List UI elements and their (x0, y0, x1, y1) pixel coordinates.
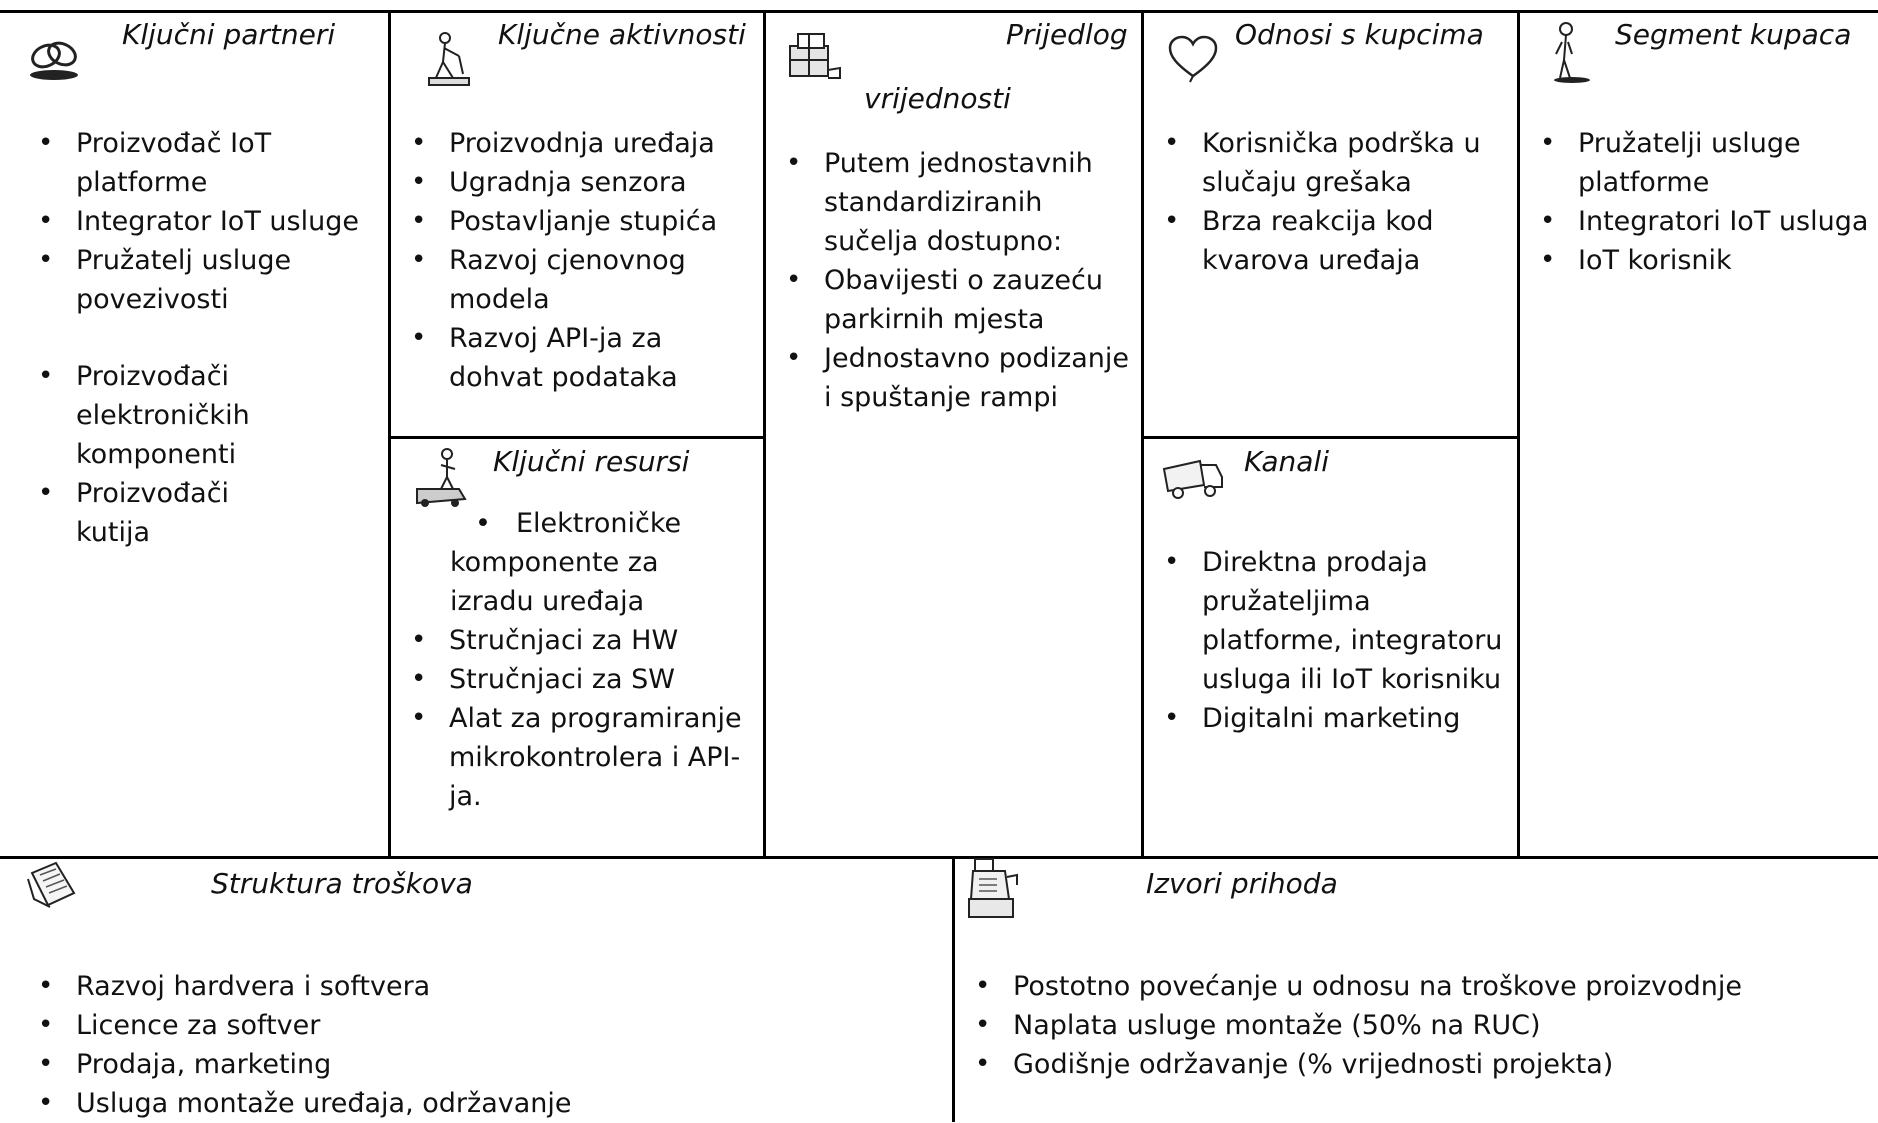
rings-icon (30, 41, 78, 80)
key-partners-title: Ključni partneri (122, 18, 336, 51)
list-item: Korisnička podrška u slučaju grešaka (1156, 124, 1506, 202)
list-item: Razvoj cjenovnog modela (403, 241, 753, 319)
truck-icon (1162, 459, 1223, 499)
divider-activities-value (763, 10, 766, 858)
list-item: Naplata usluge montaže (50% na RUC) (967, 1006, 1867, 1045)
value-proposition-title-line1: Prijedlog (1006, 18, 1128, 51)
customer-segments-list: Pružatelji usluge platforme Integratori … (1532, 124, 1876, 280)
list-item: •Elektroničke komponente za izradu uređa… (450, 504, 750, 621)
divider-relationships-channels (1141, 436, 1520, 439)
divider-partners-activities (388, 10, 391, 858)
key-resources-list: Stručnjaci za HW Stručnjaci za SW Alat z… (403, 621, 753, 816)
list-item: Licence za softver (30, 1006, 930, 1045)
list-item: Brza reakcija kod kvarova uređaja (1156, 202, 1506, 280)
list-item: Ugradnja senzora (403, 163, 753, 202)
list-item: Proizvođači elektroničkih komponenti (30, 357, 290, 474)
revenue-streams-list: Postotno povećanje u odnosu na troškove … (967, 967, 1867, 1084)
customer-segments-title: Segment kupaca (1615, 18, 1852, 51)
divider-activities-resources (388, 436, 766, 439)
divider-costs-revenue (952, 856, 955, 1122)
customer-relationships-list: Korisnička podrška u slučaju grešaka Brz… (1156, 124, 1506, 280)
person-icon (1554, 22, 1590, 83)
revenue-streams-title: Izvori prihoda (1146, 867, 1338, 900)
list-item: Integratori IoT usluga (1532, 202, 1876, 241)
list-item: Stručnjaci za SW (403, 660, 753, 699)
list-item: Usluga montaže uređaja, održavanje (30, 1084, 930, 1123)
key-partners-list: Proizvođač IoT platforme Integrator IoT … (30, 124, 370, 319)
cost-structure-list: Razvoj hardvera i softvera Licence za so… (30, 967, 930, 1123)
list-item: Prodaja, marketing (30, 1045, 930, 1084)
cost-structure-section: Struktura troškova Razvoj hardvera i sof… (0, 859, 952, 1123)
heart-icon (1168, 35, 1218, 83)
customer-relationships-section: Odnosi s kupcima Korisnička podrška u sl… (1144, 12, 1517, 436)
channels-list: Direktna prodaja pružateljima platforme,… (1156, 543, 1506, 738)
list-item: IoT korisnik (1532, 241, 1876, 280)
key-partners-list-extra: Proizvođači elektroničkih komponenti Pro… (30, 357, 290, 552)
list-item: Pružatelji usluge platforme (1532, 124, 1876, 202)
customer-segments-section: Segment kupaca Pružatelji usluge platfor… (1520, 12, 1878, 856)
list-item: Pružatelj usluge povezivosti (30, 241, 370, 319)
divider-value-relationships (1141, 10, 1144, 858)
list-item: Jednostavno podizanje i spuštanje rampi (778, 339, 1140, 417)
list-item: Direktna prodaja pružateljima platforme,… (1156, 543, 1506, 699)
forklift-icon (416, 448, 467, 507)
customer-relationships-title: Odnosi s kupcima (1235, 18, 1484, 51)
channels-section: Kanali Direktna prodaja pružateljima pla… (1144, 439, 1517, 856)
papers-icon (27, 861, 76, 908)
divider-relationships-segments (1517, 10, 1520, 858)
divider-top-bottom (0, 856, 1878, 859)
key-resources-title: Ključni resursi (493, 445, 690, 478)
key-partners-section: Ključni partneri Proizvođač IoT platform… (0, 12, 388, 856)
list-item: Obavijesti o zauzeću parkirnih mjesta (778, 261, 1140, 339)
list-item: Razvoj API-ja za dohvat podataka (403, 319, 753, 397)
bullet: • (475, 508, 491, 539)
worker-icon (428, 32, 470, 86)
channels-title: Kanali (1244, 445, 1329, 478)
list-item: Putem jednostavnih standardiziranih suče… (778, 144, 1140, 261)
list-item: Integrator IoT usluge (30, 202, 370, 241)
key-activities-list: Proizvodnja uređaja Ugradnja senzora Pos… (403, 124, 753, 397)
value-proposition-list: Putem jednostavnih standardiziranih suče… (778, 144, 1140, 417)
list-item: Postavljanje stupića (403, 202, 753, 241)
list-item: Postotno povećanje u odnosu na troškove … (967, 967, 1867, 1006)
key-activities-title: Ključne aktivnosti (498, 18, 746, 51)
key-activities-section: Ključne aktivnosti Proizvodnja uređaja U… (391, 12, 763, 436)
cost-structure-title: Struktura troškova (211, 867, 473, 900)
list-item: Stručnjaci za HW (403, 621, 753, 660)
value-proposition-section: Prijedlog vrijednosti Putem jednostavnih… (766, 12, 1141, 856)
list-item: Proizvođači kutija (30, 474, 290, 552)
list-item: Alat za programiranje mikrokontrolera i … (403, 699, 753, 816)
cash-register-icon (968, 858, 1018, 918)
list-item: Godišnje održavanje (% vrijednosti proje… (967, 1045, 1867, 1084)
list-item: Proizvodnja uređaja (403, 124, 753, 163)
list-item: Razvoj hardvera i softvera (30, 967, 930, 1006)
revenue-streams-section: Izvori prihoda Postotno povećanje u odno… (955, 858, 1878, 1122)
gift-icon (789, 33, 841, 79)
list-item: Proizvođač IoT platforme (30, 124, 370, 202)
value-proposition-title-line2: vrijednosti (864, 82, 1011, 115)
top-border (0, 10, 1878, 13)
list-item: Digitalni marketing (1156, 699, 1506, 738)
key-resources-section: Ključni resursi •Elektroničke komponente… (391, 439, 763, 856)
